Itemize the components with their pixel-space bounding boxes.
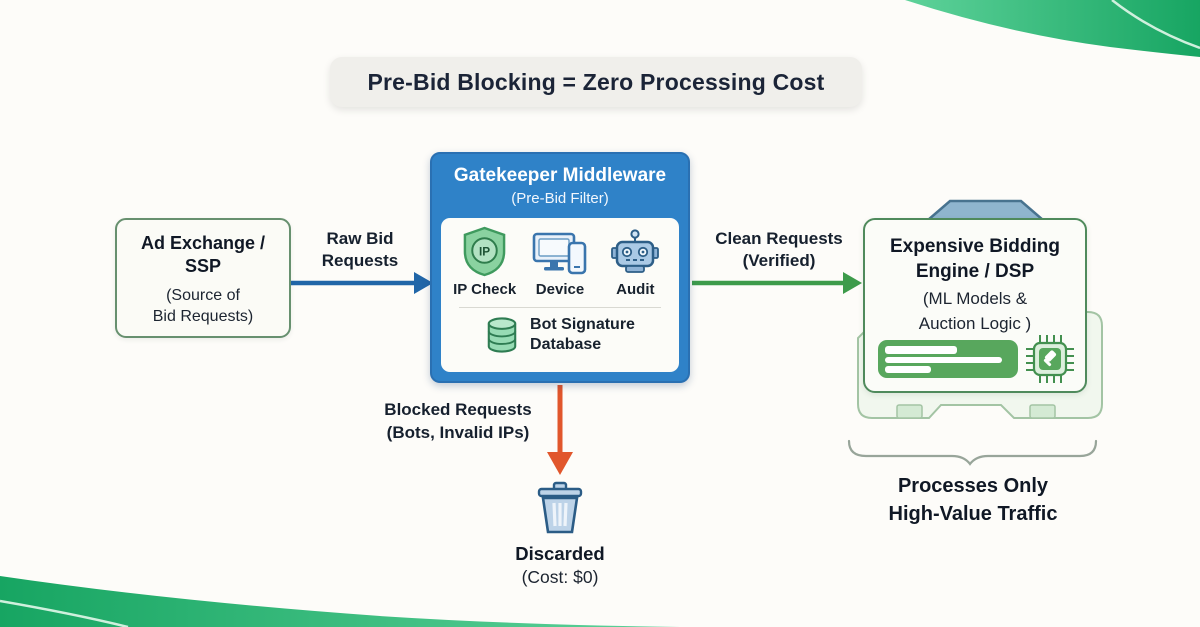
gatekeeper-panel: IP IP Check Device bbox=[441, 218, 679, 372]
gatekeeper-title: Gatekeeper Middleware bbox=[453, 165, 667, 186]
check-device-label: Device bbox=[535, 281, 585, 298]
ad-exchange-subtitle: (Source of Bid Requests) bbox=[152, 287, 254, 325]
chip-icon bbox=[1026, 335, 1074, 383]
bot-signature-row: Bot Signature Database bbox=[447, 315, 673, 355]
code-block-icon bbox=[878, 340, 1018, 378]
check-audit-label: Audit bbox=[616, 281, 655, 298]
robot-icon bbox=[611, 229, 660, 273]
check-device: Device bbox=[522, 231, 597, 298]
bot-signature-label: Bot Signature Database bbox=[530, 316, 635, 353]
code-bar bbox=[885, 366, 931, 373]
discard-group: Discarded (Cost: $0) bbox=[488, 480, 632, 588]
trash-icon bbox=[537, 481, 583, 534]
raw-requests-label: Raw Bid Requests bbox=[321, 229, 399, 270]
panel-divider bbox=[459, 307, 661, 308]
top-right-swoosh-icon bbox=[905, 0, 1200, 57]
page-title: Pre-Bid Blocking = Zero Processing Cost bbox=[367, 68, 825, 95]
bidding-engine-graphics bbox=[878, 335, 1074, 383]
title-banner: Pre-Bid Blocking = Zero Processing Cost bbox=[330, 57, 862, 107]
ad-exchange-title: Ad Exchange / SSP bbox=[140, 233, 266, 276]
bidding-engine-subtitle: (ML Models & Auction Logic ) bbox=[918, 289, 1032, 333]
blocked-requests-label: Blocked Requests (Bots, Invalid IPs) bbox=[384, 400, 532, 442]
gatekeeper-box: Gatekeeper Middleware (Pre-Bid Filter) I… bbox=[430, 152, 690, 383]
database-icon bbox=[487, 317, 517, 353]
brace-icon bbox=[847, 439, 1098, 466]
ip-shield-icon: IP bbox=[463, 226, 506, 277]
gatekeeper-subtitle: (Pre-Bid Filter) bbox=[511, 190, 609, 207]
bidding-engine-box: Expensive Bidding Engine / DSP (ML Model… bbox=[863, 218, 1087, 393]
gatekeeper-checks-row: IP IP Check Device bbox=[447, 226, 673, 298]
check-ip: IP IP Check bbox=[447, 226, 522, 298]
discard-cost: (Cost: $0) bbox=[521, 567, 599, 587]
clean-requests-label: Clean Requests (Verified) bbox=[715, 229, 843, 270]
bidding-engine-title: Expensive Bidding Engine / DSP bbox=[890, 236, 1060, 282]
ad-exchange-box: Ad Exchange / SSP (Source of Bid Request… bbox=[115, 218, 291, 338]
blocked-requests-arrow bbox=[547, 385, 573, 475]
code-bar bbox=[885, 346, 957, 354]
check-audit: Audit bbox=[598, 229, 673, 298]
raw-requests-arrow bbox=[291, 272, 433, 294]
clean-requests-arrow bbox=[692, 272, 862, 294]
high-value-caption: Processes Only High-Value Traffic bbox=[888, 475, 1058, 525]
code-bar bbox=[885, 357, 1002, 363]
discard-label: Discarded bbox=[515, 543, 605, 564]
monitor-phone-icon bbox=[532, 232, 587, 275]
check-ip-label: IP Check bbox=[453, 281, 517, 298]
svg-text:IP: IP bbox=[479, 245, 490, 258]
